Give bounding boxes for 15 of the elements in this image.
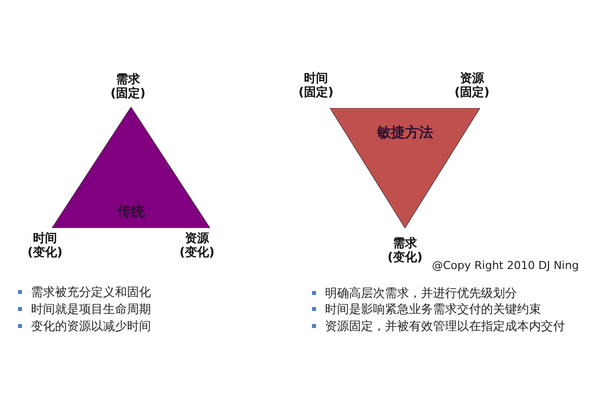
- triangle-label: 敏捷方法: [377, 124, 433, 142]
- bullet-point: 变化的资源以减少时间: [18, 318, 151, 335]
- vertex-label: 需求(变化): [386, 236, 424, 264]
- vertex-label: 时间(变化): [26, 231, 64, 259]
- vertex-label: 时间(固定): [298, 71, 334, 99]
- vertex-label: 资源(变化): [178, 231, 216, 259]
- bullet-point: 时间就是项目生命周期: [18, 301, 151, 318]
- vertex-label: 需求(固定): [110, 72, 146, 100]
- bullet-point: 明确高层次需求，并进行优先级划分: [312, 285, 517, 302]
- bullet-point: 时间是影响紧急业务需求交付的关键约束: [312, 301, 541, 318]
- triangle-label: 传统: [117, 203, 145, 221]
- vertex-label: 资源(固定): [454, 71, 490, 99]
- copyright-note: @Copy Right 2010 DJ Ning: [432, 259, 579, 272]
- bullet-point: 资源固定，并被有效管理以在指定成本内交付: [312, 318, 565, 335]
- bullet-point: 需求被充分定义和固化: [18, 284, 151, 301]
